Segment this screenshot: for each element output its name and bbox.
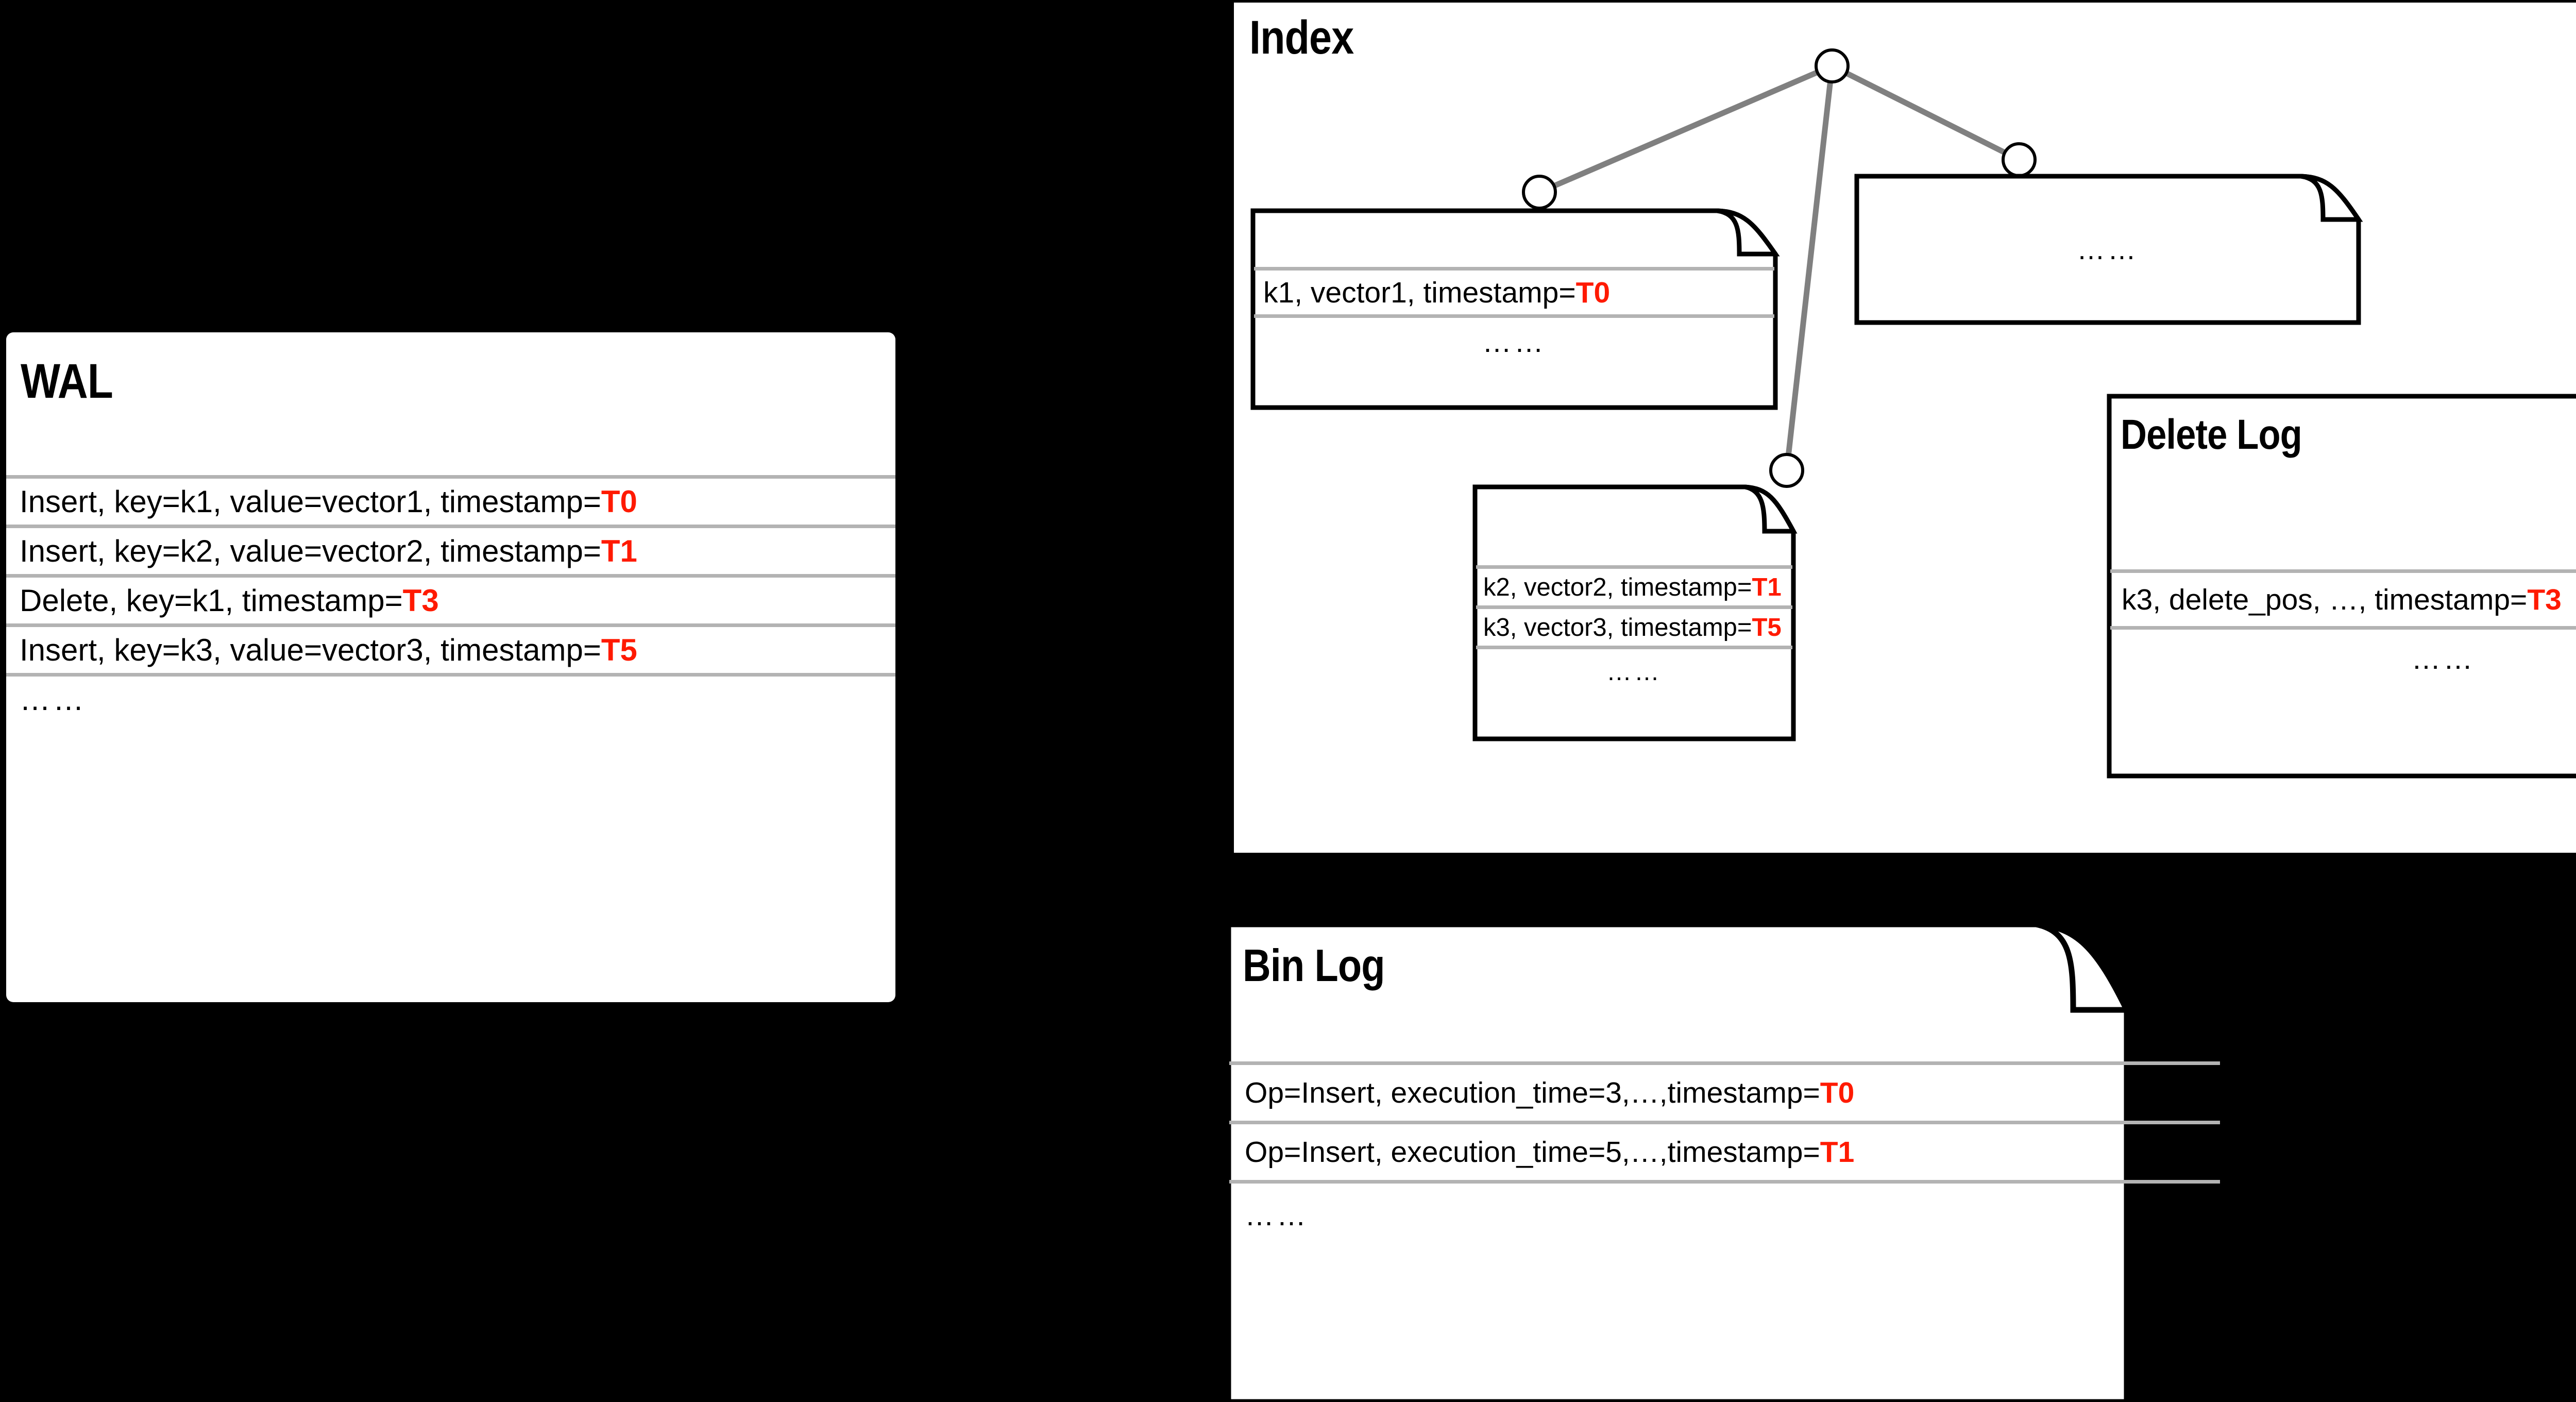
index-panel: Index k1, v xyxy=(1234,3,2576,853)
delete-log-row-timestamp: T3 xyxy=(2527,583,2562,616)
tree-edge-root-left xyxy=(1538,63,1834,195)
delete-log-row: k3, delete_pos, …, timestamp=T3 xyxy=(2110,569,2576,626)
card-row: …… xyxy=(1476,646,1792,694)
card-outline xyxy=(1472,484,1798,741)
tree-node-root xyxy=(1815,48,1850,83)
bin-log-row: …… xyxy=(1229,1180,2220,1247)
bin-log-title: Bin Log xyxy=(1243,940,1385,991)
tree-node-child-bottom xyxy=(1769,453,1804,488)
bin-log-row: Op=Insert, execution_time=3,…,timestamp=… xyxy=(1229,1061,2220,1121)
bin-log-row-timestamp: T1 xyxy=(1820,1136,1855,1169)
card-outline xyxy=(1250,208,1780,410)
delete-log-card: Delete Log k3, delete_pos, …, timestamp=… xyxy=(2107,394,2576,779)
card-row-text: …… xyxy=(1482,325,1546,359)
card-row-timestamp: T0 xyxy=(1575,276,1611,309)
card-row-timestamp: T5 xyxy=(1752,613,1782,641)
card-outline xyxy=(2107,394,2576,779)
delete-log-title: Delete Log xyxy=(2121,411,2302,458)
card-row: …… xyxy=(1858,174,2358,325)
wal-row-list: Insert, key=k1, value=vector1, timestamp… xyxy=(6,475,895,722)
card-row-text: …… xyxy=(1606,657,1662,686)
tree-edge-root-right xyxy=(1831,63,2021,162)
wal-row-text: …… xyxy=(20,682,87,717)
tree-edge-root-bottom xyxy=(1784,65,1835,471)
leaf-card-k2-k3-rows: k2, vector2, timestamp=T1 k3, vector3, t… xyxy=(1476,565,1792,694)
card-row-text: k2, vector2, timestamp= xyxy=(1483,573,1752,601)
bin-log-row: Op=Insert, execution_time=5,…,timestamp=… xyxy=(1229,1121,2220,1180)
wal-row: Insert, key=k3, value=vector3, timestamp… xyxy=(6,623,895,673)
wal-row: Insert, key=k2, value=vector2, timestamp… xyxy=(6,525,895,574)
wal-title: WAL xyxy=(21,354,113,409)
card-row: k2, vector2, timestamp=T1 xyxy=(1476,565,1792,605)
wal-row-timestamp: T1 xyxy=(601,534,637,568)
wal-row-timestamp: T5 xyxy=(601,633,637,667)
wal-row: Delete, key=k1, timestamp=T3 xyxy=(6,574,895,623)
wal-row: …… xyxy=(6,673,895,722)
bin-log-rows: Op=Insert, execution_time=3,…,timestamp=… xyxy=(1229,1061,2220,1247)
delete-log-rows: k3, delete_pos, …, timestamp=T3 …… xyxy=(2110,569,2576,688)
delete-log-row-text: …… xyxy=(2411,642,2476,675)
card-row-text: …… xyxy=(2077,233,2139,265)
wal-row: Insert, key=k1, value=vector1, timestamp… xyxy=(6,475,895,525)
wal-row-text: Insert, key=k3, value=vector3, timestamp… xyxy=(20,633,601,667)
card-row: k1, vector1, timestamp=T0 xyxy=(1254,267,1774,314)
wal-row-text: Insert, key=k1, value=vector1, timestamp… xyxy=(20,484,601,519)
card-outline xyxy=(1854,174,2363,325)
card-row-text: k1, vector1, timestamp= xyxy=(1263,276,1576,309)
leaf-card-k1: k1, vector1, timestamp=T0 …… xyxy=(1250,208,1780,410)
wal-row-timestamp: T0 xyxy=(601,484,637,519)
tree-node-child-right xyxy=(2002,142,2037,177)
bin-log-row-timestamp: T0 xyxy=(1820,1076,1855,1109)
card-row-timestamp: T1 xyxy=(1752,573,1782,601)
wal-row-timestamp: T3 xyxy=(402,583,439,618)
bin-log-row-text: Op=Insert, execution_time=5,…,timestamp= xyxy=(1245,1136,1820,1169)
bin-log-row-text: …… xyxy=(1245,1198,1309,1232)
tree-node-child-left xyxy=(1522,175,1557,210)
bin-log-row-text: Op=Insert, execution_time=3,…,timestamp= xyxy=(1245,1076,1820,1109)
delete-log-row: …… xyxy=(2110,626,2576,688)
leaf-card-k1-rows: k1, vector1, timestamp=T0 …… xyxy=(1254,267,1774,366)
card-row: k3, vector3, timestamp=T5 xyxy=(1476,605,1792,646)
delete-log-row-text: k3, delete_pos, …, timestamp= xyxy=(2122,583,2528,616)
wal-row-text: Insert, key=k2, value=vector2, timestamp… xyxy=(20,534,601,568)
leaf-card-k2-k3: k2, vector2, timestamp=T1 k3, vector3, t… xyxy=(1472,484,1798,741)
wal-row-text: Delete, key=k1, timestamp= xyxy=(20,583,403,618)
leaf-card-ellipsis: …… xyxy=(1854,174,2363,325)
index-title: Index xyxy=(1249,11,1354,64)
bin-log-panel: Bin Log Op=Insert, execution_time=3,…,ti… xyxy=(1225,921,2223,1402)
wal-panel: WAL Insert, key=k1, value=vector1, times… xyxy=(6,332,895,1002)
card-row-text: k3, vector3, timestamp= xyxy=(1483,613,1752,641)
card-outline xyxy=(1225,921,2131,1402)
card-row: …… xyxy=(1254,314,1774,366)
